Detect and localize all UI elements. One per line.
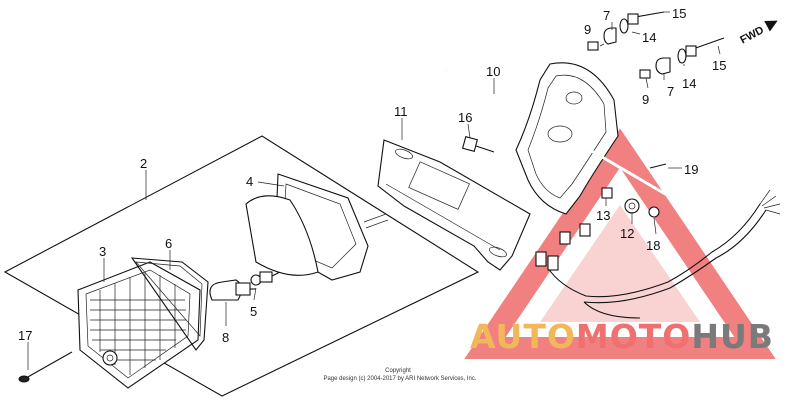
callout-6: 6: [165, 236, 172, 251]
lens-gasket: [130, 257, 209, 351]
watermark-triangle: [464, 128, 776, 359]
callout-13: 13: [596, 208, 610, 223]
callout-9-upper: 9: [584, 22, 591, 37]
watermark-logo-text: AUTOMOTOHUB: [470, 317, 774, 356]
callout-15-upper: 15: [672, 6, 686, 21]
hardware-lower: [639, 37, 725, 79]
callout-11: 11: [394, 104, 408, 119]
callout-7-lower: 7: [667, 84, 674, 99]
bulb: [209, 279, 256, 301]
callout-7-upper: 7: [603, 8, 610, 23]
callout-4: 4: [246, 174, 253, 189]
hardware-nuts: [601, 163, 667, 218]
hardware-upper: [587, 11, 665, 51]
callout-5: 5: [250, 304, 257, 319]
callout-12: 12: [620, 226, 634, 241]
copyright-line-2: Page design (c) 2004-2017 by ARI Network…: [323, 376, 476, 382]
mounting-screw: [18, 351, 73, 383]
callout-15-lower: 15: [712, 58, 726, 73]
copyright-line-1: Copyright: [385, 368, 411, 374]
wire-harness: [535, 189, 781, 319]
watermark-part-3: HUB: [691, 317, 774, 356]
callout-9-lower: 9: [642, 92, 649, 107]
watermark-part-2: MOTO: [576, 317, 691, 356]
callout-17: 17: [18, 328, 32, 343]
callout-3: 3: [99, 244, 106, 259]
fwd-label: FWD: [738, 24, 766, 46]
callout-2: 2: [140, 156, 147, 171]
callout-18: 18: [646, 238, 660, 253]
lamp-case: [245, 173, 389, 281]
callout-8: 8: [222, 330, 229, 345]
bracket-bolt: [461, 135, 495, 153]
callout-14-upper: 14: [642, 30, 656, 45]
rear-mount-plate: [445, 62, 721, 228]
callout-14-lower: 14: [682, 76, 696, 91]
watermark-part-1: AUTO: [470, 317, 576, 356]
leader-lines: [27, 11, 721, 370]
callout-16: 16: [458, 110, 472, 125]
callout-19: 19: [684, 162, 698, 177]
tail-lamp-lens: [77, 261, 201, 389]
callout-labels: 2 3 4 5 6 7 7 8 9 9 10 11 12 13 14 14 15…: [18, 6, 726, 345]
forward-direction-arrow: FWD: [738, 20, 778, 47]
plate-bracket: [377, 139, 531, 271]
callout-10: 10: [486, 64, 500, 79]
